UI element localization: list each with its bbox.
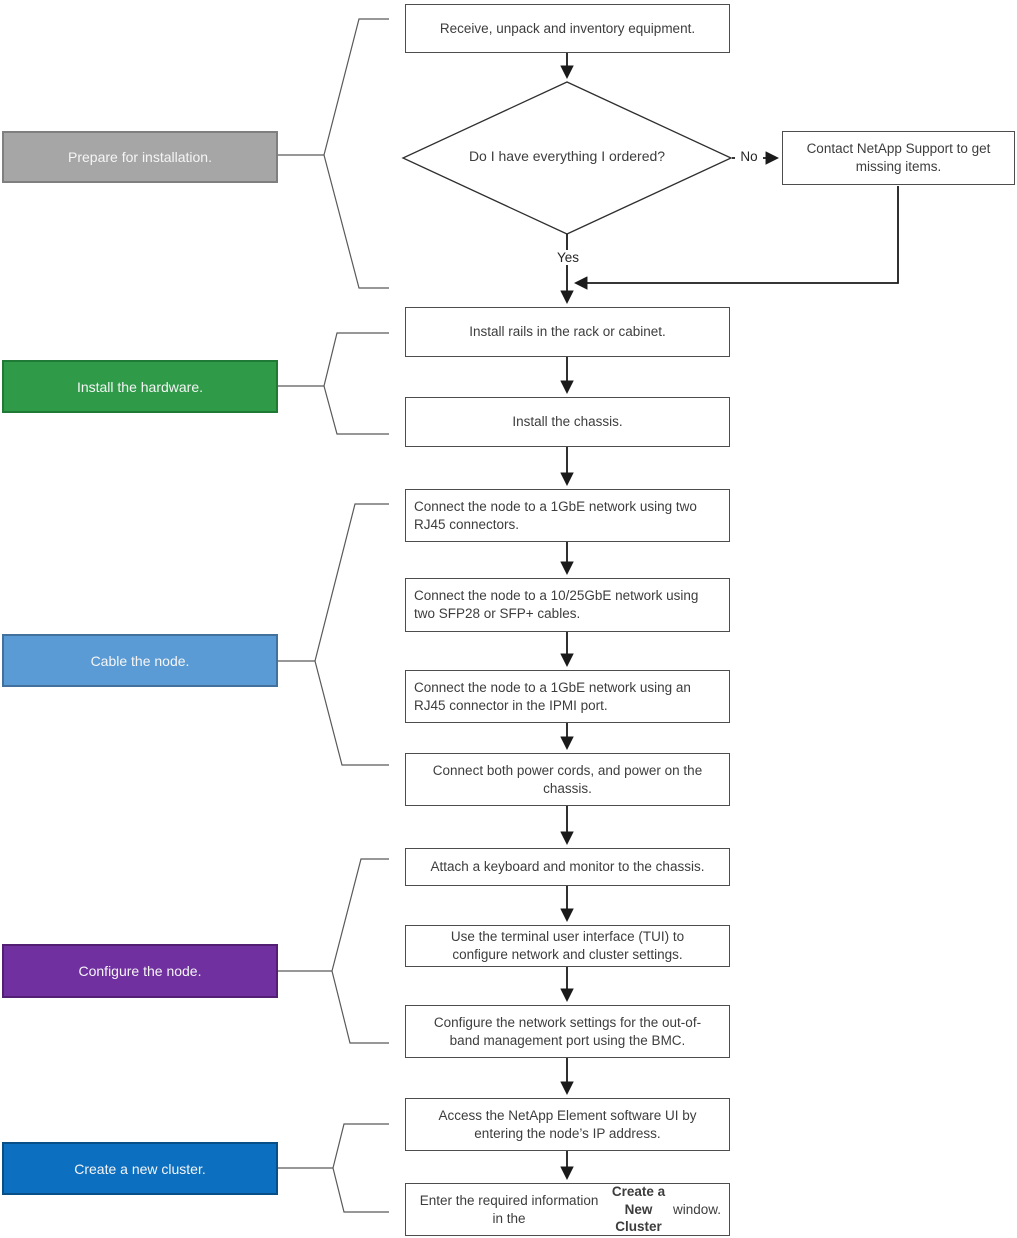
step-text-pre: Enter the required information in the bbox=[419, 1192, 599, 1226]
brace-configure bbox=[331, 858, 389, 1044]
step-connect-power-cords: Connect both power cords, and power on t… bbox=[405, 753, 730, 806]
flow-arrows bbox=[560, 53, 899, 1181]
step-connect-10-25gbe-sfp: Connect the node to a 10/25GbE network u… bbox=[405, 578, 730, 632]
step-text-post: window. bbox=[672, 1201, 721, 1217]
decision-question: Do I have everything I ordered? bbox=[468, 148, 666, 164]
step-configure-bmc: Configure the network settings for the o… bbox=[405, 1005, 730, 1058]
step-connect-1gbe-rj45: Connect the node to a 1GbE network using… bbox=[405, 489, 730, 542]
brace-cable bbox=[314, 503, 389, 766]
step-attach-keyboard-monitor: Attach a keyboard and monitor to the cha… bbox=[405, 848, 730, 886]
stage-label: Configure the node. bbox=[78, 963, 202, 979]
stage-label: Prepare for installation. bbox=[68, 149, 212, 165]
step-enter-cluster-info: Enter the required information in the Cr… bbox=[405, 1183, 730, 1236]
edge-label-yes: Yes bbox=[551, 250, 585, 265]
brace-cluster bbox=[332, 1123, 389, 1213]
stage-label: Create a new cluster. bbox=[74, 1160, 206, 1177]
step-install-chassis: Install the chassis. bbox=[405, 397, 730, 447]
stage-install-the-hardware: Install the hardware. bbox=[2, 360, 278, 413]
stage-prepare-for-installation: Prepare for installation. bbox=[2, 131, 278, 183]
stage-braces bbox=[278, 18, 389, 1213]
brace-prepare bbox=[323, 18, 389, 289]
step-contact-netapp-support: Contact NetApp Support to get missing it… bbox=[782, 131, 1015, 185]
step-receive-unpack-inventory: Receive, unpack and inventory equipment. bbox=[405, 4, 730, 53]
brace-hardware bbox=[323, 332, 389, 435]
stage-cable-the-node: Cable the node. bbox=[2, 634, 278, 687]
step-text-bold-create-a-new-cluster: Create a New Cluster bbox=[611, 1184, 666, 1235]
step-connect-1gbe-ipmi: Connect the node to a 1GbE network using… bbox=[405, 670, 730, 723]
stage-label: Install the hardware. bbox=[76, 378, 204, 395]
arrow-contact-return bbox=[573, 186, 899, 290]
edge-label-no: No bbox=[735, 149, 763, 164]
stage-create-a-new-cluster: Create a new cluster. bbox=[2, 1142, 278, 1195]
stage-configure-the-node: Configure the node. bbox=[2, 944, 278, 998]
step-install-rails: Install rails in the rack or cabinet. bbox=[405, 307, 730, 357]
step-access-element-ui: Access the NetApp Element software UI by… bbox=[405, 1098, 730, 1151]
stage-label: Cable the node. bbox=[90, 652, 190, 669]
step-use-tui: Use the terminal user interface (TUI) to… bbox=[405, 925, 730, 967]
